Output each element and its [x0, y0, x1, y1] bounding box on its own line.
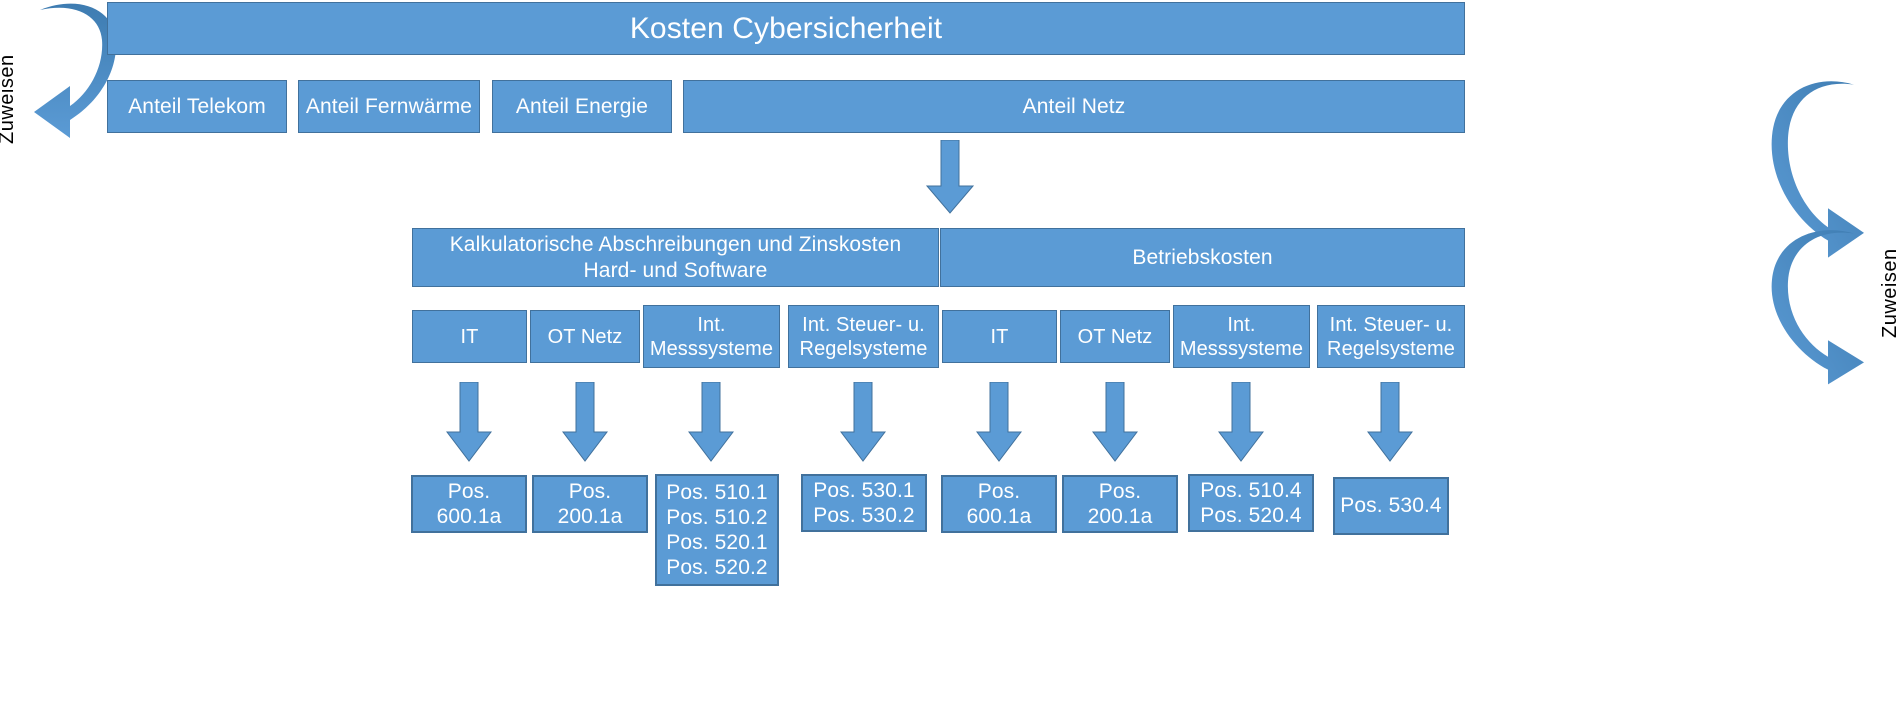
share-box-netz: Anteil Netz — [683, 80, 1465, 133]
cost-group-depreciation: Kalkulatorische Abschreibungen und Zinsk… — [412, 228, 939, 287]
down-arrow-pos-5-icon — [976, 382, 1022, 462]
assign-arrow-right-lower-icon — [1771, 230, 1864, 385]
assign-label-right: Zuweisen — [1879, 248, 1900, 338]
pos-box-6: Pos. 200.1a — [1062, 475, 1178, 533]
assign-arrow-right-upper-icon — [1771, 81, 1864, 258]
down-arrow-pos-7-icon — [1218, 382, 1264, 462]
category-box-it-2: IT — [942, 310, 1057, 363]
category-box-regelsysteme-1: Int. Steuer- u. Regelsysteme — [788, 305, 939, 368]
pos-box-2: Pos. 200.1a — [532, 475, 648, 533]
down-arrow-pos-8-icon — [1367, 382, 1413, 462]
down-arrow-netz-icon — [925, 140, 975, 214]
pos-box-1: Pos. 600.1a — [411, 475, 527, 533]
share-box-telekom: Anteil Telekom — [107, 80, 287, 133]
cost-group-operating: Betriebskosten — [940, 228, 1465, 287]
category-box-regelsysteme-2: Int. Steuer- u. Regelsysteme — [1317, 305, 1465, 368]
pos-box-7: Pos. 510.4 Pos. 520.4 — [1188, 474, 1314, 532]
assign-arrow-left-icon — [34, 3, 117, 138]
assign-label-left: Zuweisen — [0, 54, 18, 144]
down-arrow-pos-6-icon — [1092, 382, 1138, 462]
share-box-energie: Anteil Energie — [492, 80, 672, 133]
category-box-it-1: IT — [412, 310, 527, 363]
down-arrow-pos-4-icon — [840, 382, 886, 462]
category-box-ot-netz-1: OT Netz — [530, 310, 640, 363]
down-arrow-pos-1-icon — [446, 382, 492, 462]
pos-box-4: Pos. 530.1 Pos. 530.2 — [801, 474, 927, 532]
title-box: Kosten Cybersicherheit — [107, 2, 1465, 55]
down-arrow-pos-2-icon — [562, 382, 608, 462]
down-arrow-pos-3-icon — [688, 382, 734, 462]
category-box-messsysteme-2: Int. Messsysteme — [1173, 305, 1310, 368]
category-box-ot-netz-2: OT Netz — [1060, 310, 1170, 363]
category-box-messsysteme-1: Int. Messsysteme — [643, 305, 780, 368]
pos-box-3: Pos. 510.1 Pos. 510.2 Pos. 520.1 Pos. 52… — [655, 474, 779, 586]
pos-box-5: Pos. 600.1a — [941, 475, 1057, 533]
share-box-fernwaerme: Anteil Fernwärme — [298, 80, 480, 133]
pos-box-8: Pos. 530.4 — [1333, 477, 1449, 535]
